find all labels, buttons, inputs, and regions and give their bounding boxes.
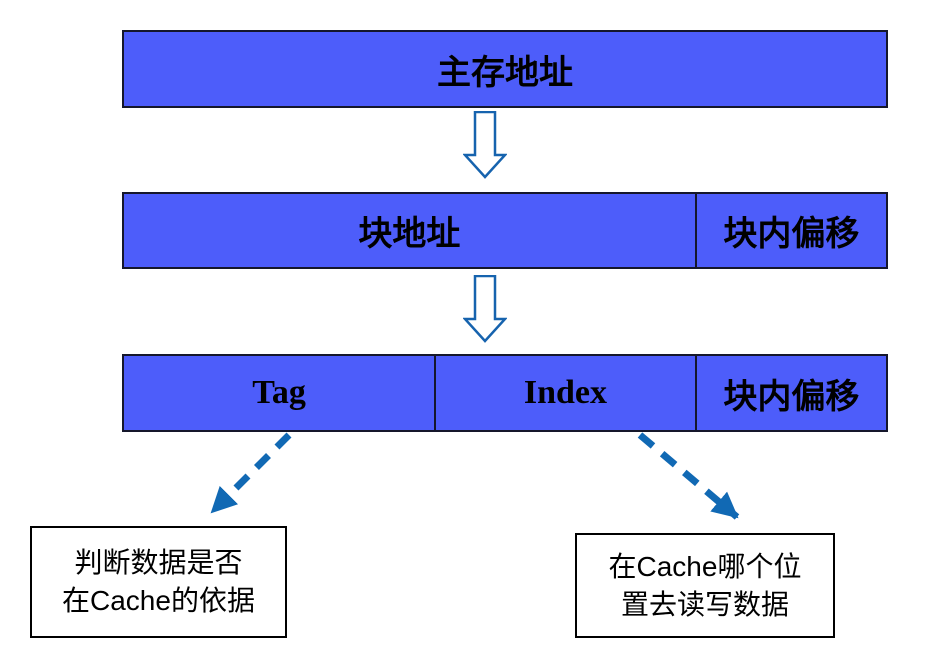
index-note-box: 在Cache哪个位 置去读写数据 <box>575 533 835 638</box>
index-label: Index <box>434 356 695 430</box>
block-offset-label: 块内偏移 <box>694 194 886 267</box>
bar-block-address: 块地址 块内偏移 <box>122 192 888 269</box>
tag-dashed-arrow <box>209 432 292 515</box>
down-arrow-icon <box>463 275 507 343</box>
block-address-label: 块地址 <box>358 216 461 253</box>
bar-main-memory-address: 主存地址 <box>122 30 888 108</box>
block-offset-label: 块内偏移 <box>694 356 886 430</box>
index-note-line2: 置去读写数据 <box>620 588 789 620</box>
bar-cache-fields: Tag Index 块内偏移 <box>122 354 888 432</box>
tag-note-box: 判断数据是否 在Cache的依据 <box>30 526 287 638</box>
tag-note-line1: 判断数据是否 <box>74 547 243 578</box>
main-memory-address-label: 主存地址 <box>437 54 573 92</box>
index-dashed-arrow <box>637 432 740 520</box>
tag-note-line2: 在Cache的依据 <box>62 585 255 616</box>
down-arrow-icon <box>463 111 507 179</box>
index-note-line1: 在Cache哪个位 <box>608 550 802 582</box>
tag-label: Tag <box>252 374 306 411</box>
